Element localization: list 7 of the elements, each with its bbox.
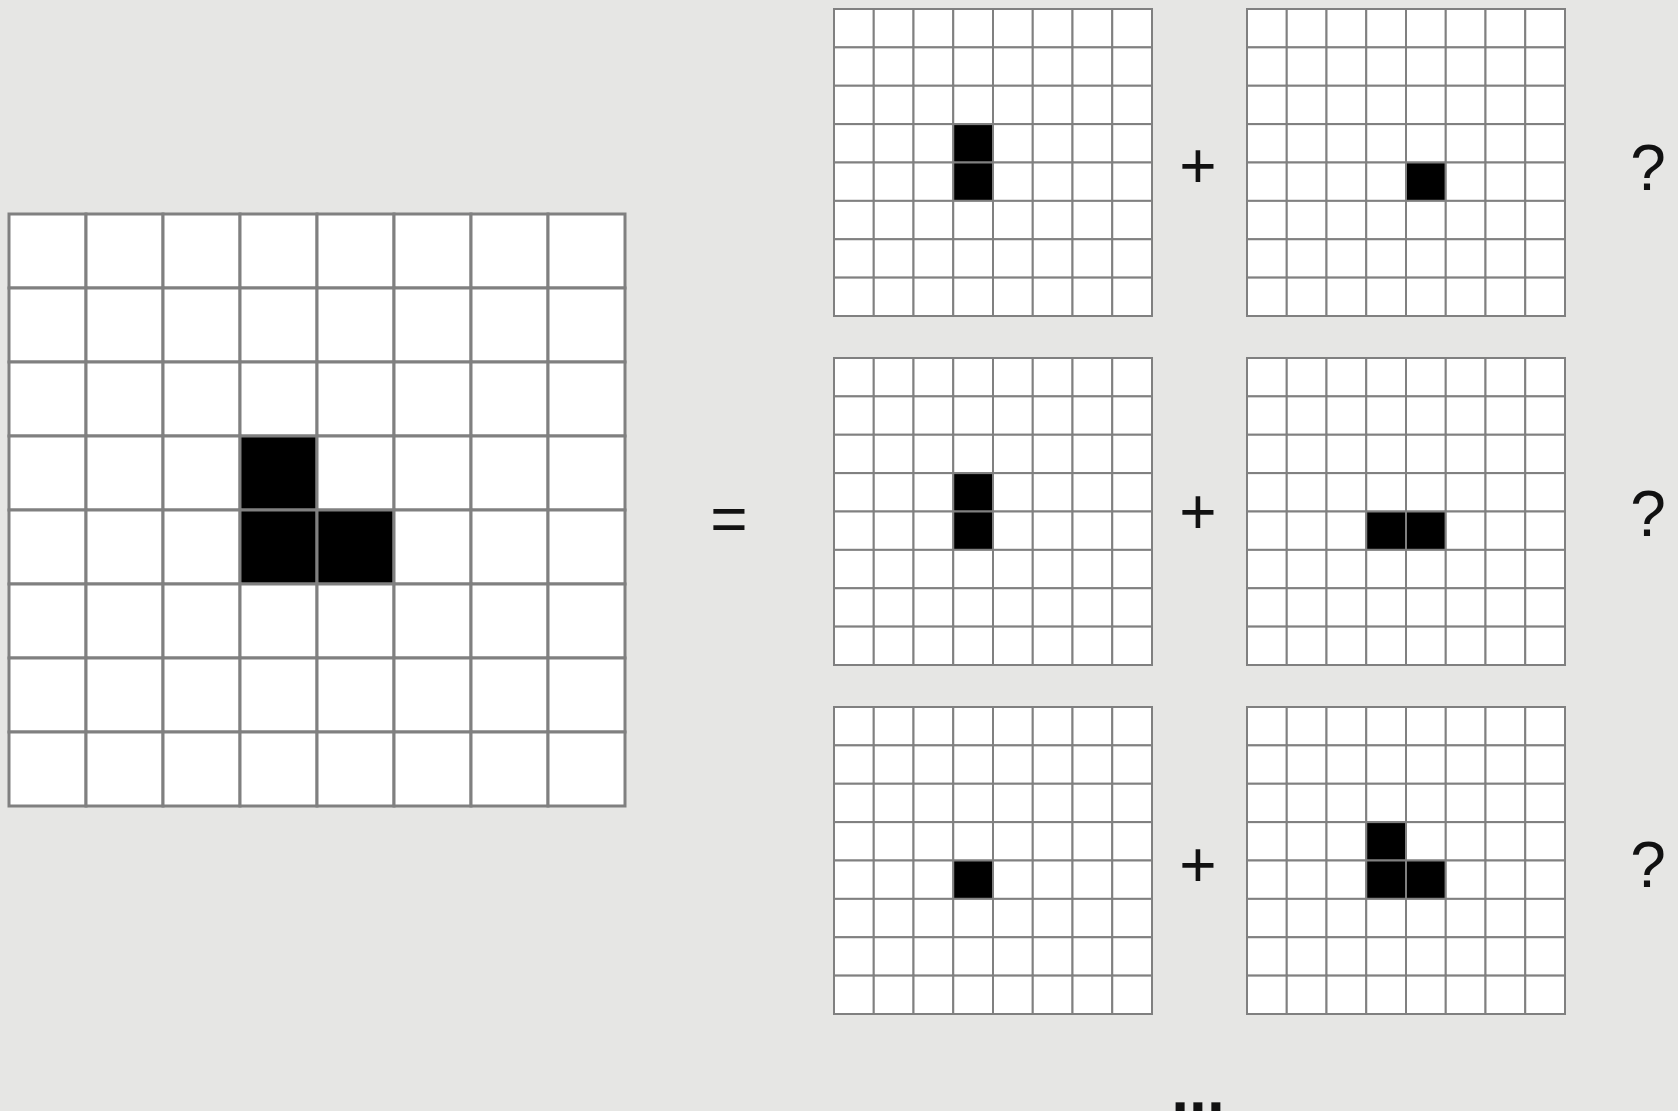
plus-sign: + [1179, 480, 1217, 544]
plus-sign: + [1179, 833, 1217, 897]
question-mark: ? [1630, 482, 1666, 546]
question-mark: ? [1630, 833, 1666, 897]
equals-sign: = [710, 487, 748, 551]
plus-sign: + [1179, 134, 1217, 198]
question-mark: ? [1630, 136, 1666, 200]
